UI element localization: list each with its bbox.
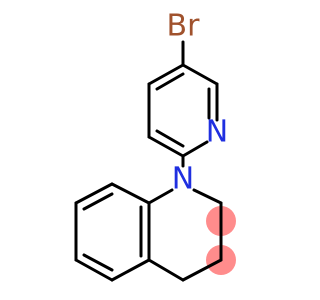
bond-c6-c5-double [82,253,114,272]
bond-c2-c3-double [155,129,185,148]
bond-c5-c6 [181,63,219,86]
bond-n-c2q [192,188,223,205]
atom-label-n-quinoline: N [172,162,194,197]
molecule-diagram: Br N N [74,9,236,282]
atom-label-br: Br [167,9,201,44]
bond-c2-c3 [147,135,185,158]
bond-c4-c5-double [155,72,185,91]
bond-c4-c5 [147,63,185,86]
bond-c6-c5 [74,258,114,282]
bond-c4q-c4a [181,258,223,282]
structure-canvas: Br N N [74,9,236,282]
bond-c5-c4a [110,258,151,282]
bond-n1-c2 [181,140,209,158]
bond-c4-c4a-aryl [147,258,185,282]
bond-n-c8a [147,188,174,205]
atom-label-n-pyridine: N [206,115,228,150]
bond-c8-c7-double [82,192,114,211]
bond-c8-c7 [74,182,114,205]
bond-c8a-c8 [110,182,151,205]
